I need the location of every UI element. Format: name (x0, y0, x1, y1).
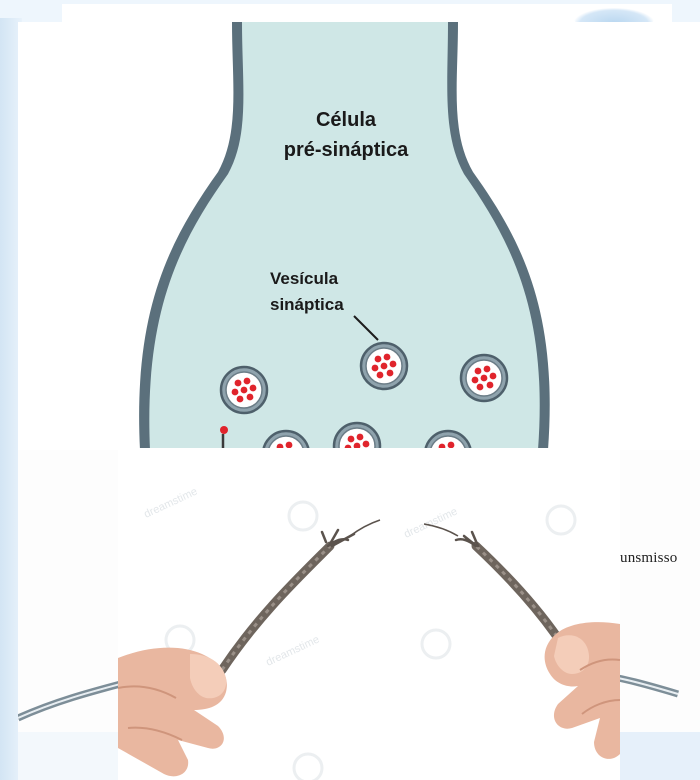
right-hand (545, 622, 620, 759)
presynaptic-cell-illustration: Célula pré-sináptica Vesícula sináptica (18, 22, 700, 450)
watermark-text: dreamstime (264, 634, 321, 669)
cell-label-line1: Célula (316, 109, 377, 131)
partial-slide-text: unsmisso (620, 550, 700, 567)
vesicle-label-line2: sináptica (270, 295, 344, 314)
broken-rope-svg: dreamstime dreamstime dreamstime (118, 448, 620, 780)
left-hand (118, 648, 227, 777)
bottom-left-strip (18, 732, 118, 780)
watermark-marks (166, 502, 575, 780)
broken-rope-photo: dreamstime dreamstime dreamstime (118, 448, 620, 780)
synaptic-vesicle (361, 343, 407, 389)
neurotransmitter-dot (220, 426, 228, 434)
vesicle-label-line1: Vesícula (270, 269, 339, 288)
watermark-text: dreamstime (142, 486, 199, 521)
synaptic-vesicle (461, 355, 507, 401)
synaptic-vesicle (221, 367, 267, 413)
presynaptic-cell-svg: Célula pré-sináptica Vesícula sináptica (18, 22, 700, 450)
rope-right (476, 546, 562, 644)
frayed-fiber-left (350, 520, 380, 536)
frayed-end-right (456, 532, 478, 546)
watermark-text: dreamstime (402, 506, 459, 541)
cell-label-line2: pré-sináptica (284, 139, 409, 161)
